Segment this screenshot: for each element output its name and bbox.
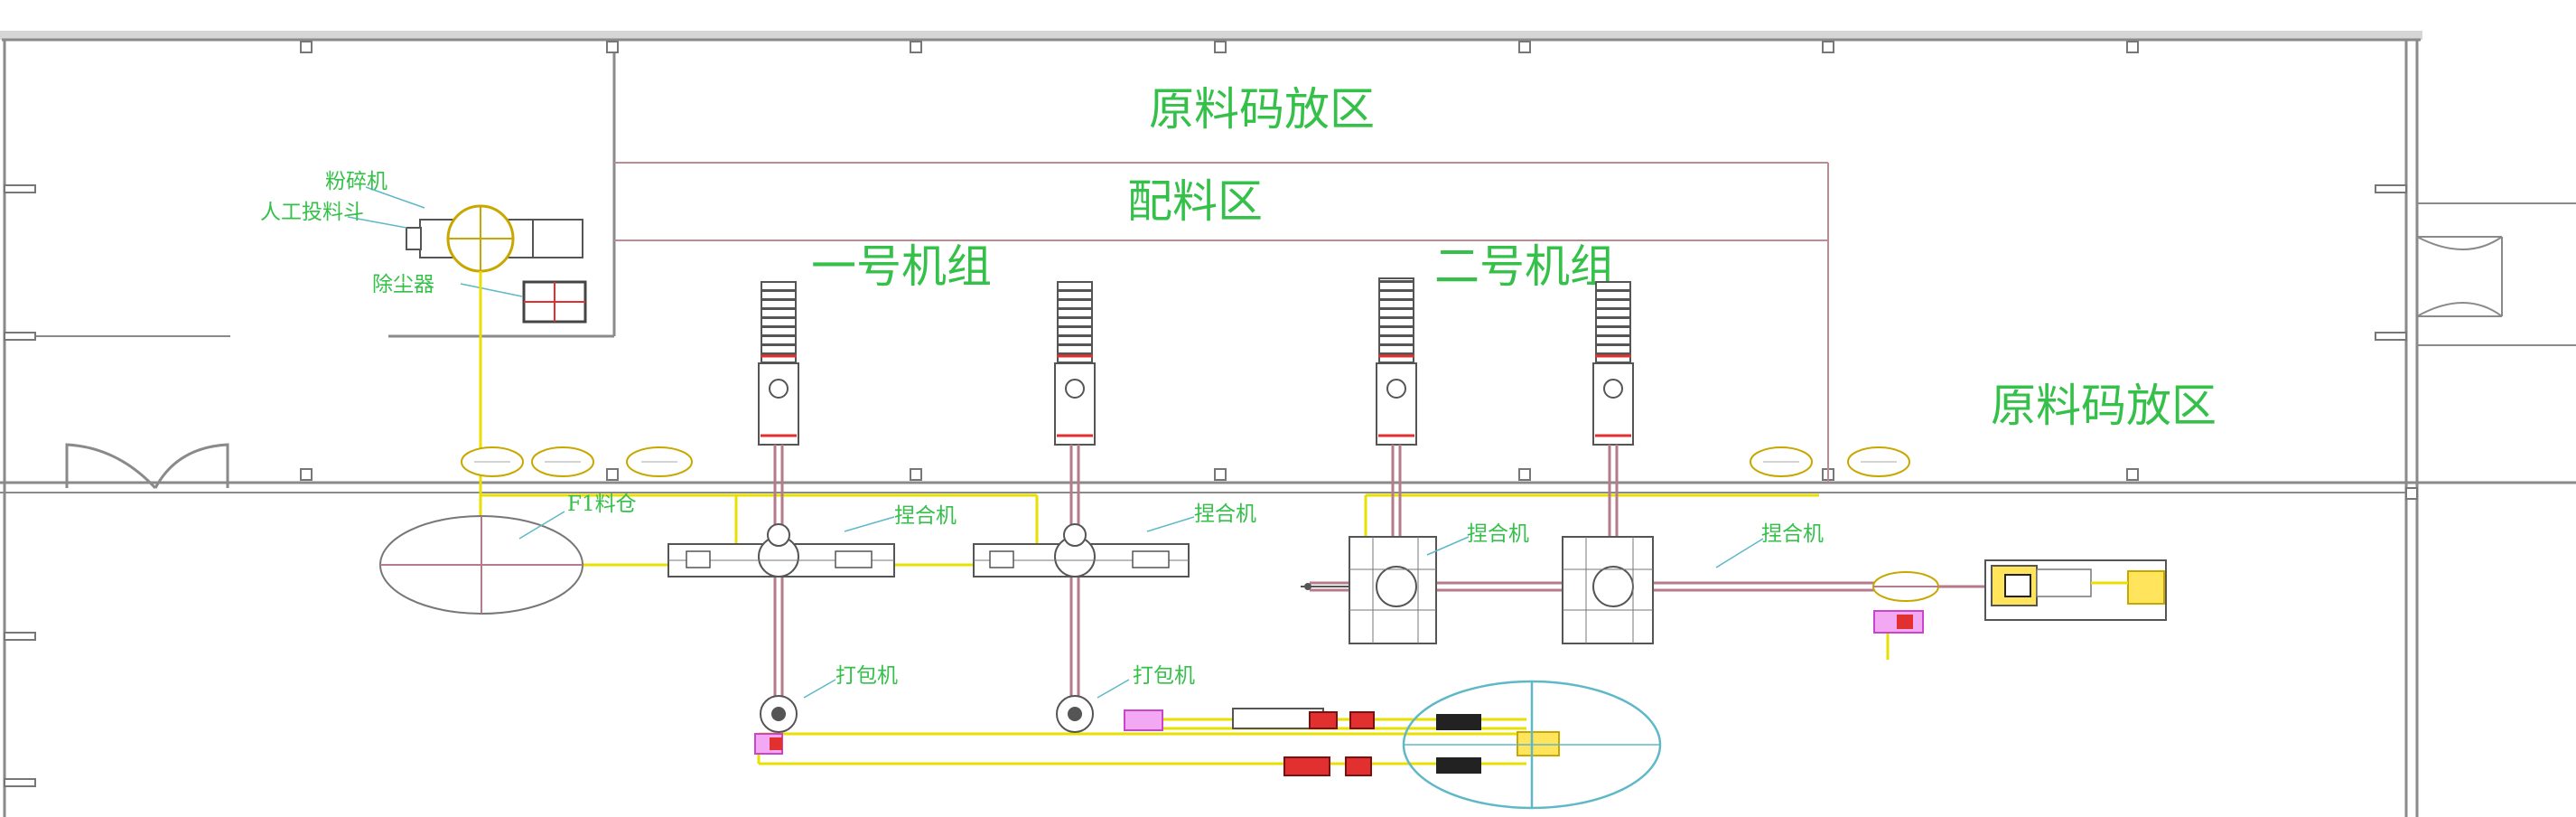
packer-1 — [754, 695, 798, 755]
output-conveyors — [1232, 708, 1560, 776]
label-mixer-2: 捏合机 — [1194, 502, 1256, 526]
double-door — [65, 443, 229, 490]
label-manual-hopper: 人工投料斗 — [260, 201, 364, 224]
dust-collector — [522, 280, 587, 324]
label-mixer-3: 捏合机 — [1467, 522, 1529, 546]
conveyor-network — [479, 271, 1890, 765]
label-packer-1: 打包机 — [835, 664, 898, 688]
zone-unit-1: 一号机组 — [811, 240, 992, 293]
mixer-4 — [1562, 536, 1654, 644]
right-gate — [2416, 202, 2576, 346]
crusher-unit — [406, 204, 583, 273]
label-mixer-4: 捏合机 — [1761, 522, 1824, 546]
mixer-3 — [1301, 536, 1437, 644]
label-silo: F1料仓 — [567, 493, 637, 516]
mixer-2 — [973, 523, 1190, 578]
right-process — [1872, 559, 2167, 634]
label-mixer-1: 捏合机 — [894, 504, 957, 528]
wall-columns — [4, 41, 2418, 787]
packer-2 — [1056, 695, 1163, 733]
zone-batching: 配料区 — [1127, 175, 1263, 228]
elevators — [758, 277, 1634, 446]
building-walls — [0, 31, 2576, 817]
zone-raw-storage-right: 原料码放区 — [1991, 380, 2217, 432]
zone-raw-storage-top: 原料码放区 — [1149, 83, 1375, 136]
label-dust-collector: 除尘器 — [372, 273, 434, 296]
small-tanks — [461, 446, 1910, 477]
mixer-1 — [667, 523, 895, 578]
zone-unit-2: 二号机组 — [1434, 240, 1615, 293]
f1-silo — [379, 515, 583, 615]
label-crusher: 粉碎机 — [325, 170, 387, 193]
top-wall — [0, 31, 2422, 40]
batching-boundary — [614, 162, 1829, 483]
finished-goods-storage — [1402, 680, 1662, 810]
label-packer-2: 打包机 — [1133, 664, 1195, 688]
